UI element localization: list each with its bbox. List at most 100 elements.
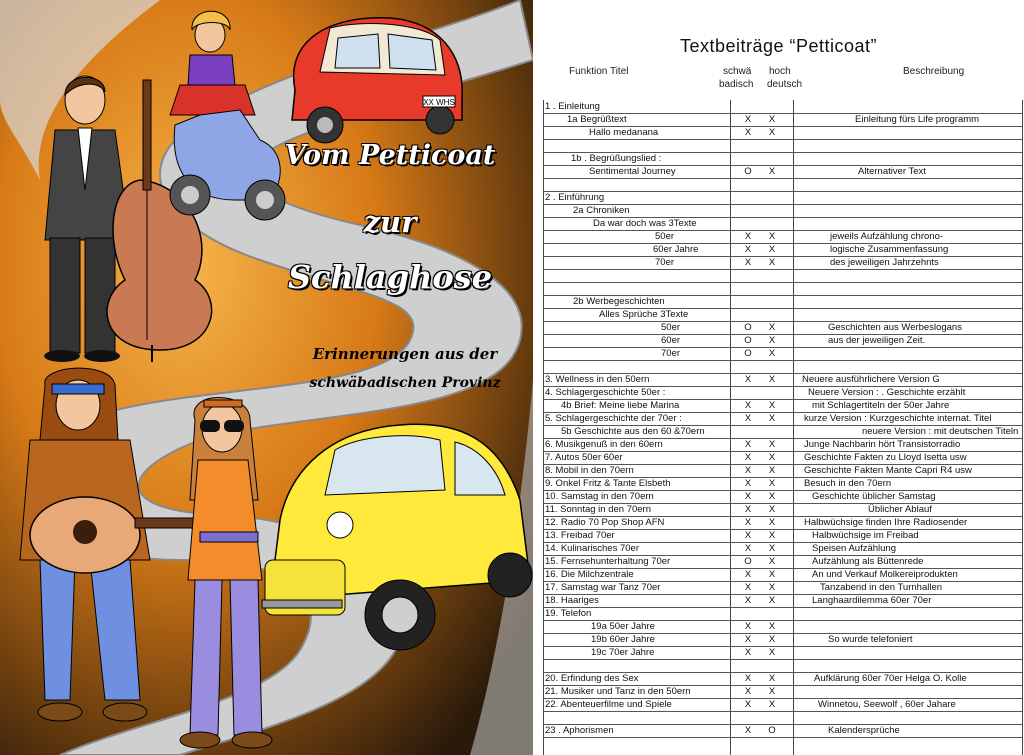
table-row [543,360,1023,374]
row-mark-hochdeutsch: X [768,465,776,476]
row-mark-hochdeutsch: X [768,699,776,710]
row-mark-schwabadisch: X [744,465,752,476]
row-mark-hochdeutsch: X [768,335,776,346]
row-description: logische Zusammenfassung [830,244,949,255]
row-title: 13. Freibad 70er [545,530,615,541]
row-description: Neuere Version : . Geschichte erzählt [808,387,966,398]
row-title: 23 . Aphorismen [545,725,614,736]
row-mark-hochdeutsch: X [768,582,776,593]
row-title: 21. Musiker und Tanz in den 50ern [545,686,691,697]
table-row: 1b . Begrüßungslied : [543,152,1023,166]
table-row [543,282,1023,296]
row-title: 60er Jahre [653,244,699,255]
row-mark-hochdeutsch: X [768,244,776,255]
row-title: 15. Fernsehunterhaltung 70er [545,556,671,567]
row-mark-schwabadisch: X [744,725,752,736]
row-mark-schwabadisch: X [744,582,752,593]
row-description: aus der jeweiligen Zeit. [828,335,926,346]
row-title: 19. Telefon [545,608,592,619]
row-title: 7. Autos 50er 60er [545,452,623,463]
table-row: Alles Sprüche 3Texte [543,308,1023,322]
row-mark-schwabadisch: X [744,439,752,450]
row-title: 1a Begrüßtext [567,114,627,125]
double-bass-icon [106,79,213,362]
row-mark-hochdeutsch: X [768,504,776,515]
poster-panel: XX WHS [0,0,533,755]
row-mark-hochdeutsch: X [768,673,776,684]
row-description: Aufklärung 60er 70er Helga O. Kolle [814,673,967,684]
row-mark-hochdeutsch: X [768,634,776,645]
row-mark-hochdeutsch: X [768,400,776,411]
row-mark-schwabadisch: O [744,348,752,359]
row-mark-schwabadisch: X [744,621,752,632]
row-mark-schwabadisch: X [744,634,752,645]
row-description: des jeweiligen Jahrzehnts [830,257,939,268]
row-mark-hochdeutsch: X [768,348,776,359]
header-badisch: badisch [719,79,754,90]
scooter-rider-figure [169,10,286,221]
row-title: 70er [661,348,681,359]
row-title: 19b 60er Jahre [591,634,655,645]
row-description: jeweils Aufzählung chrono- [830,231,944,242]
row-title: 11. Sonntag in den 70ern [545,504,651,515]
row-mark-schwabadisch: X [744,504,752,515]
row-mark-schwabadisch: O [744,166,752,177]
row-title: 22. Abenteuerfilme und Spiele [545,699,672,710]
row-mark-schwabadisch: X [744,686,752,697]
row-mark-hochdeutsch: X [768,543,776,554]
row-description: Halbwüchsige finden Ihre Radiosender [804,517,968,528]
row-mark-hochdeutsch: X [768,647,776,658]
row-mark-schwabadisch: X [744,452,752,463]
license-plate: XX WHS [423,98,455,107]
row-title: 1 . Einleitung [545,101,600,112]
row-title: 9. Onkel Fritz & Tante Elsbeth [545,478,671,489]
table-border-right [1022,100,1023,755]
row-mark-schwabadisch: X [744,699,752,710]
row-mark-schwabadisch: X [744,673,752,684]
row-mark-hochdeutsch: O [768,725,776,736]
row-description: Aufzählung als Büttenrede [812,556,924,567]
row-description: Speisen Aufzählung [812,543,896,554]
row-title: 4b Brief: Meine liebe Marina [561,400,680,411]
row-title: 20. Erfindung des Sex [545,673,639,684]
hippie-woman-figure [179,397,273,749]
table-row: 19. Telefon [543,607,1023,621]
row-description: Besuch in den 70ern [804,478,892,489]
table-row [543,711,1023,725]
row-title: 2 . Einführung [545,192,605,203]
table-row: 70er O X [543,347,1023,361]
poster-subtitle-line1: Erinnerungen aus der [312,345,498,363]
row-mark-hochdeutsch: X [768,530,776,541]
row-mark-schwabadisch: X [744,595,752,606]
row-title: 70er [655,257,675,268]
row-title: 5b Geschichte aus den 60 &70ern [561,426,705,437]
row-title: Hallo medanana [589,127,659,138]
sheet-title: Textbeiträge “Petticoat” [679,36,878,56]
row-mark-schwabadisch: X [744,400,752,411]
row-mark-schwabadisch: X [744,257,752,268]
row-mark-schwabadisch: X [744,543,752,554]
row-mark-schwabadisch: X [744,569,752,580]
row-mark-schwabadisch: X [744,517,752,528]
row-description: Einleitung fürs Life programm [855,114,980,125]
table-row [543,659,1023,673]
row-title: 4. Schlagergeschichte 50er : [545,387,666,398]
row-mark-schwabadisch: X [744,231,752,242]
row-mark-schwabadisch: O [744,322,752,333]
row-title: Sentimental Journey [589,166,676,177]
